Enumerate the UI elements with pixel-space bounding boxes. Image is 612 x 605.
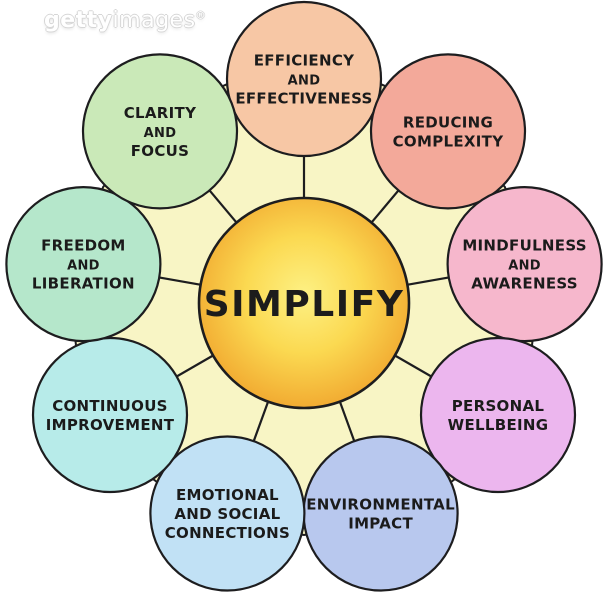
node-label-line: PERSONAL [452,397,545,415]
node-circle-environmental-impact [302,435,459,592]
node-label-line: FREEDOM [41,237,126,255]
node-label-line: IMPACT [348,515,413,533]
node-label-line: COMPLEXITY [393,132,505,150]
center-node-simplify: SIMPLIFY [197,196,411,410]
node-label-line: AND SOCIAL [174,505,280,523]
node-label-line: AND [288,74,321,89]
node-circle-clarity-and-focus [81,53,239,210]
node-label-line: FOCUS [131,142,190,160]
node-circle-reducing-complexity [369,53,527,210]
node-label-line: REDUCING [403,113,493,131]
registered-mark: ® [195,10,207,22]
node-label-line: AND [144,126,177,141]
center-circle [197,196,411,410]
node-circle-continuous-improvement [31,336,189,494]
node-label-line: AWARENESS [471,275,578,293]
watermark-brand-light: images [112,8,196,33]
node-label-line: LIBERATION [32,275,135,293]
getty-watermark: gettyimages® [44,10,206,32]
node-label-line: CLARITY [124,104,197,122]
node-label-line: EFFICIENCY [254,52,355,70]
node-label-line: MINDFULNESS [462,237,587,255]
node-circle-personal-wellbeing [419,336,577,494]
node-label-line: AND [508,259,541,274]
center-label: SIMPLIFY [204,284,405,325]
node-circle-mindfulness-and-awareness [446,186,603,343]
watermark-brand-bold: getty [44,8,113,33]
node-label-line: WELLBEING [448,416,549,434]
node-circle-freedom-and-liberation [5,186,162,343]
node-label-line: CONNECTIONS [165,524,290,542]
node-label-line: CONTINUOUS [52,397,168,415]
node-label-line: IMPROVEMENT [46,416,175,434]
node-circle-emotional-and-social-connections [149,435,306,592]
node-label-line: ENVIRONMENTAL [306,496,455,514]
node-circle-efficiency-and-effectiveness [225,0,383,158]
node-label-line: EMOTIONAL [176,486,279,504]
node-label-line: EFFECTIVENESS [235,90,372,108]
node-label-line: AND [67,259,100,274]
